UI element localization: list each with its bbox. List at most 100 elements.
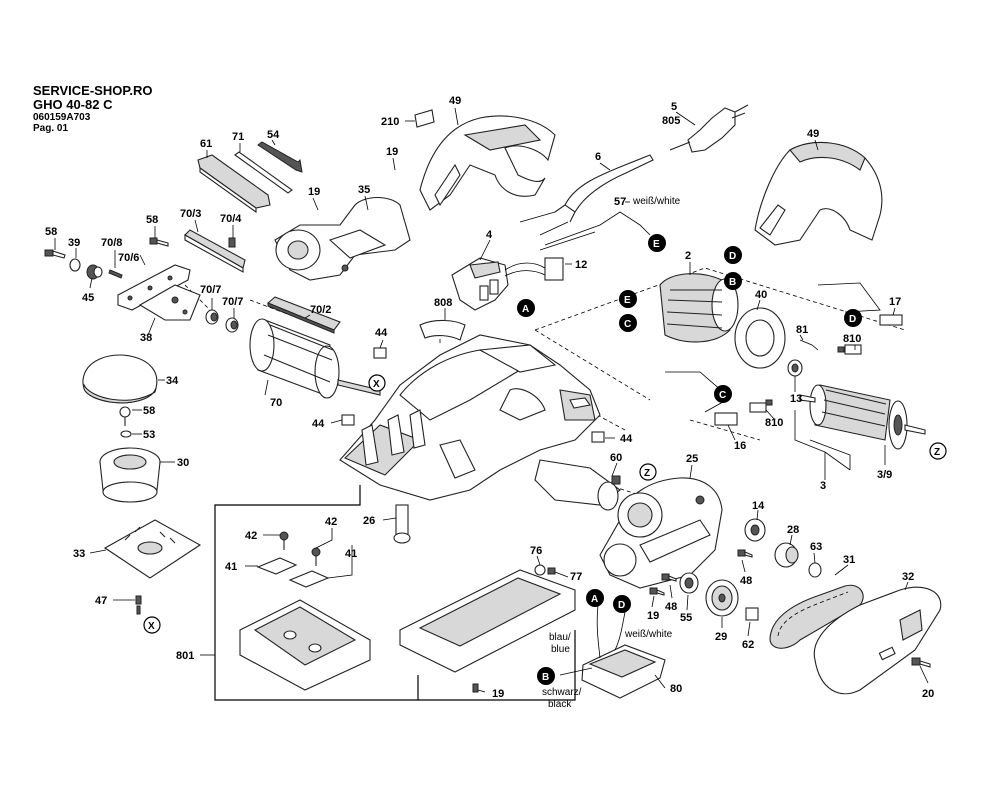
screw-19-c [649, 587, 665, 596]
wire-label-white-57: weiß/white [632, 196, 681, 207]
part-77 [547, 567, 556, 575]
callout-2: 2 [685, 250, 691, 262]
dust-chute-60 [534, 459, 621, 511]
callout-4: 4 [486, 229, 493, 241]
marker-z-armature: Z [929, 442, 947, 460]
svg-text:Z: Z [934, 447, 940, 458]
part-210-plate [414, 109, 435, 128]
callout-48-a: 48 [740, 575, 752, 587]
knob-45 [86, 264, 103, 280]
hex-key-54 [257, 141, 303, 173]
callout-14: 14 [752, 500, 765, 512]
screw-48-a [737, 549, 753, 558]
callout-55: 55 [680, 612, 692, 624]
svg-text:E: E [653, 239, 660, 250]
callout-19-a: 19 [386, 146, 398, 158]
marker-d-80: D [613, 595, 631, 613]
callout-57: 57 [614, 196, 626, 208]
marker-e-57: E [648, 234, 666, 252]
part-62 [745, 607, 759, 621]
handle-49-housing [419, 115, 556, 211]
marker-d-17: D [844, 309, 862, 327]
wire-57 [539, 211, 651, 251]
callout-70-3: 70/3 [180, 208, 201, 220]
callout-70-8: 70/8 [101, 237, 122, 249]
callout-38: 38 [140, 332, 152, 344]
callout-60: 60 [610, 452, 622, 464]
callout-44-c: 44 [620, 433, 633, 445]
brush-clip-17 [817, 282, 903, 326]
callout-81: 81 [796, 324, 808, 336]
wire-label-blue-en: blue [551, 644, 570, 655]
brush-holder-44-a [373, 347, 387, 359]
blade-70-2 [266, 296, 341, 334]
callout-810-a: 810 [843, 333, 861, 345]
callout-17: 17 [889, 296, 901, 308]
fence-rail-70-3 [184, 229, 246, 273]
svg-text:A: A [591, 594, 598, 605]
brush-810-a [837, 344, 862, 355]
site-name: SERVICE-SHOP.RO [33, 83, 153, 98]
screw-26 [393, 504, 411, 544]
callout-70-7-a: 70/7 [200, 284, 221, 296]
callout-49-left: 49 [449, 95, 461, 107]
marker-d-coil: D [724, 246, 742, 264]
handle-49-right [754, 141, 883, 246]
callout-53: 53 [143, 429, 155, 441]
callout-20: 20 [922, 688, 934, 700]
bearing-13 [787, 359, 803, 377]
marker-e-coil: E [619, 290, 637, 308]
clip-41-b [288, 570, 330, 588]
base-plate [399, 569, 576, 673]
part-number: 060159A703 [33, 112, 91, 123]
pin-70-8 [108, 269, 123, 279]
scale-plate-33 [103, 519, 202, 579]
capacitor-80 [559, 604, 666, 699]
callout-19-b: 19 [308, 186, 320, 198]
callout-45: 45 [82, 292, 94, 304]
washer-55 [679, 572, 699, 594]
callout-31: 31 [843, 554, 855, 566]
callout-40: 40 [755, 289, 767, 301]
screw-58-a [44, 249, 66, 259]
callout-32: 32 [902, 571, 914, 583]
callout-6: 6 [595, 151, 601, 163]
callout-33: 33 [73, 548, 85, 560]
armature-3-9 [799, 384, 926, 450]
part-76 [534, 564, 546, 576]
front-shoe-801 [239, 599, 371, 691]
marker-z-cover: Z [639, 463, 657, 481]
callout-34: 34 [166, 375, 179, 387]
washer-39 [69, 258, 81, 272]
washer-63 [808, 562, 822, 578]
marker-x-housing: X [368, 374, 386, 392]
washer-53 [120, 430, 132, 438]
depth-knob-34 [82, 354, 158, 404]
callout-54: 54 [267, 129, 280, 141]
callout-42-a: 42 [245, 530, 257, 542]
page-number: Pag. 01 [33, 123, 69, 134]
svg-text:X: X [148, 621, 155, 632]
callout-61: 61 [200, 138, 212, 150]
svg-text:D: D [618, 600, 625, 611]
model-name: GHO 40-82 C [33, 97, 113, 112]
callout-44-a: 44 [375, 327, 388, 339]
fence-plate-70-6 [117, 264, 191, 311]
plug-5 [669, 104, 749, 153]
callout-12: 12 [575, 259, 587, 271]
callout-58-a: 58 [45, 226, 57, 238]
callout-70-7-b: 70/7 [222, 296, 243, 308]
marker-a-80: A [586, 589, 604, 607]
knob-base-30 [99, 447, 161, 503]
callout-77: 77 [570, 571, 582, 583]
callout-47: 47 [95, 595, 107, 607]
callout-44-b: 44 [312, 418, 325, 430]
pin-71 [234, 151, 293, 194]
callout-71: 71 [232, 131, 244, 143]
callout-3: 3 [820, 480, 826, 492]
callout-25: 25 [686, 453, 698, 465]
svg-text:C: C [624, 319, 631, 330]
cover-32 [813, 586, 942, 695]
screw-42-b [311, 547, 321, 566]
callout-41-b: 41 [345, 548, 357, 560]
